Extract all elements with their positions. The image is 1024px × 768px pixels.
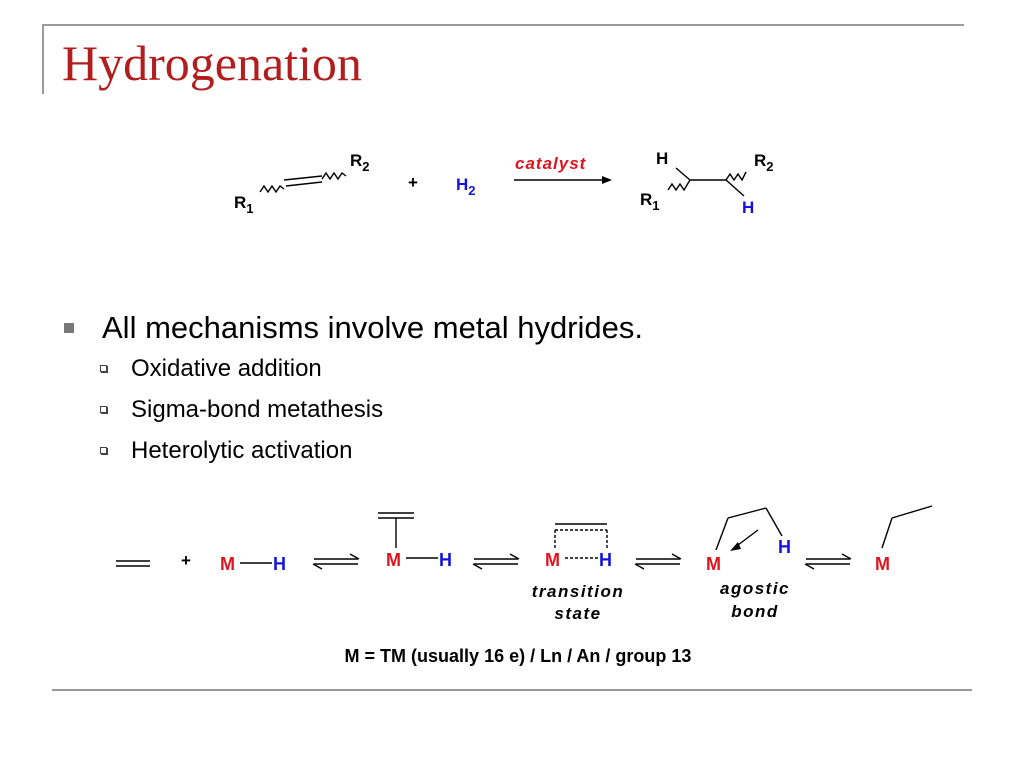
hydride-label: H bbox=[273, 554, 286, 574]
hydride-label: H bbox=[778, 537, 791, 557]
sub-bullet-item: Sigma-bond metathesis bbox=[100, 389, 643, 430]
bullet-list: All mechanisms involve metal hydrides. O… bbox=[62, 308, 643, 471]
alkyl-bond-2 bbox=[891, 505, 933, 519]
sub-bullet-container: Oxidative addition Sigma-bond metathesis… bbox=[62, 348, 643, 471]
reaction-arrow-head bbox=[602, 176, 612, 184]
frame-left-line bbox=[42, 24, 44, 94]
metal-label: M bbox=[220, 554, 235, 574]
mech-plus: + bbox=[181, 551, 191, 570]
sub-bullet-list: Oxidative addition Sigma-bond metathesis… bbox=[62, 348, 643, 471]
bullet-main-text: All mechanisms involve metal hydrides. bbox=[102, 310, 643, 345]
product-h-top: H bbox=[656, 149, 668, 168]
product-bond-h-bottom bbox=[725, 179, 745, 197]
equilibrium-2-top-head bbox=[509, 553, 520, 560]
transition-label-line1: transition bbox=[532, 582, 624, 601]
equilibrium-3-bottom-head bbox=[634, 563, 645, 570]
hydride-label: H bbox=[439, 550, 452, 570]
agostic-label-line1: agostic bbox=[720, 579, 790, 598]
sub-bullet-text: Oxidative addition bbox=[131, 355, 322, 382]
product-bond-h-top bbox=[675, 167, 691, 181]
agostic-bond-c-c2 bbox=[765, 507, 783, 537]
double-bond-line-2 bbox=[285, 181, 323, 187]
metal-label: M bbox=[875, 554, 890, 574]
hollow-square-bullet-icon bbox=[100, 447, 107, 454]
product-h-bottom: H bbox=[742, 198, 754, 217]
equilibrium-4-bottom-head bbox=[804, 563, 815, 570]
hollow-square-bullet-icon bbox=[100, 365, 107, 372]
sub-bullet-item: Oxidative addition bbox=[100, 348, 643, 389]
metal-label: M bbox=[386, 550, 401, 570]
footnote: M = TM (usually 16 e) / Ln / An / group … bbox=[345, 646, 692, 666]
r1-label: R1 bbox=[234, 193, 254, 216]
bullet-main: All mechanisms involve metal hydrides. bbox=[62, 308, 643, 348]
double-bond-line-1 bbox=[283, 175, 323, 181]
wavy-bond-right bbox=[321, 171, 347, 181]
product-wavy-left bbox=[667, 179, 691, 192]
agostic-bond-c-c1 bbox=[727, 507, 767, 519]
metal-label: M bbox=[545, 550, 560, 570]
equilibrium-1-bottom-head bbox=[312, 563, 323, 570]
agostic-arrow-head bbox=[730, 542, 741, 551]
metal-label: M bbox=[706, 554, 721, 574]
equilibrium-2-bottom-head bbox=[472, 563, 483, 570]
r2-label: R2 bbox=[350, 151, 370, 174]
hydride-label: H bbox=[599, 550, 612, 570]
alkyl-bond-1 bbox=[881, 517, 893, 549]
slide-title: Hydrogenation bbox=[62, 35, 362, 91]
equilibrium-1-top-head bbox=[349, 553, 360, 560]
product-wavy-right bbox=[725, 171, 747, 182]
transition-label-line2: state bbox=[554, 604, 601, 623]
frame-top-line bbox=[42, 24, 964, 26]
hollow-square-bullet-icon bbox=[100, 406, 107, 413]
agostic-label-line2: bond bbox=[731, 602, 779, 621]
sub-bullet-text: Heterolytic activation bbox=[131, 437, 353, 464]
wavy-bond-left bbox=[259, 184, 285, 194]
catalyst-label: catalyst bbox=[515, 154, 587, 173]
sub-bullet-item: Heterolytic activation bbox=[100, 430, 643, 471]
sub-bullet-text: Sigma-bond metathesis bbox=[131, 396, 384, 423]
product-r1-label: R1 bbox=[640, 190, 660, 213]
frame-bottom-line bbox=[52, 689, 972, 691]
equilibrium-4-top-head bbox=[841, 553, 852, 560]
square-bullet-icon bbox=[64, 323, 74, 333]
equilibrium-3-top-head bbox=[671, 553, 682, 560]
product-r2-label: R2 bbox=[754, 151, 774, 174]
h2-label: H2 bbox=[456, 175, 476, 198]
agostic-bond-m-c bbox=[715, 517, 729, 551]
reaction-plus: + bbox=[408, 173, 418, 192]
